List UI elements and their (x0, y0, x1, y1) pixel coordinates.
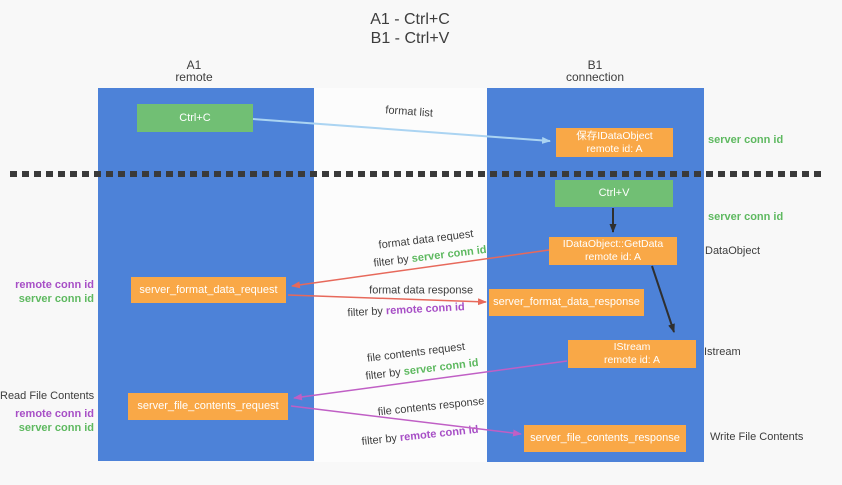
node-format-request-label: server_format_data_request (139, 283, 278, 296)
annotation-write-file-contents: Write File Contents (710, 431, 804, 443)
node-ctrl-c: Ctrl+C (137, 104, 253, 132)
session-divider-dotted-line (10, 171, 823, 177)
diagram-title: A1 - Ctrl+C B1 - Ctrl+V (320, 10, 500, 48)
lane-header-a1: A1 remote (134, 59, 254, 83)
node-server-file-contents-request: server_file_contents_request (128, 393, 288, 420)
edge-label-format-data-response: format data response (357, 272, 473, 311)
edge-label-format-list: format list (372, 90, 434, 133)
node-server-format-data-response: server_format_data_response (489, 289, 644, 316)
server-conn-id-text: server conn id (403, 356, 480, 378)
node-file-response-label: server_file_contents_response (530, 432, 680, 444)
filter-by-text: filter by (364, 366, 405, 383)
annotation-server-conn-id-right-2: server conn id (708, 211, 784, 223)
annotation-istream: Istream (704, 346, 741, 358)
node-file-request-label: server_file_contents_request (137, 400, 279, 412)
node-getdata-line2: remote id: A (584, 251, 642, 263)
node-istream-line1: IStream (613, 341, 651, 353)
annotation-server-conn-id-left-2: server conn id (18, 422, 94, 434)
node-ctrl-v-label: Ctrl+V (598, 187, 630, 199)
node-server-file-contents-response: server_file_contents_response (524, 425, 686, 452)
annotation-server-conn-id-left-1: server conn id (18, 293, 94, 305)
node-format-response-label: server_format_data_response (493, 296, 640, 308)
annotation-read-file-contents: Read File Contents (0, 390, 95, 402)
lane-header-b1: B1 connection (535, 59, 655, 83)
node-idataobject-getdata: IDataObject::GetData remote id: A (549, 237, 677, 265)
node-save-dataobject-line2: remote id: A (586, 142, 643, 155)
format-list-text: format list (384, 104, 434, 120)
filter-by-text: filter by (347, 305, 387, 320)
annotation-remote-conn-id-left-1: remote conn id (15, 279, 94, 291)
title-line-b1: B1 - Ctrl+V (370, 30, 450, 47)
filter-by-text: filter by (361, 432, 401, 448)
lane-b1-name: B1 (587, 58, 603, 72)
title-line-a1: A1 - Ctrl+C (370, 11, 450, 28)
node-ctrl-c-label: Ctrl+C (179, 111, 211, 124)
remote-conn-id-text: remote conn id (385, 301, 465, 318)
node-save-dataobject-line1: 保存IDataObject (576, 129, 653, 142)
annotation-server-conn-id-right-1: server conn id (708, 134, 784, 146)
annotation-remote-conn-id-left-2: remote conn id (15, 408, 94, 420)
node-istream: IStream remote id: A (568, 340, 696, 368)
lane-a1-name: A1 (186, 58, 202, 72)
annotation-dataobject: DataObject (705, 245, 761, 257)
lane-a1-role: remote (175, 70, 213, 84)
filter-by-text: filter by (372, 253, 413, 270)
node-server-format-data-request: server_format_data_request (131, 277, 286, 303)
server-conn-id-text: server conn id (411, 243, 488, 265)
node-getdata-line1: IDataObject::GetData (562, 238, 664, 250)
node-ctrl-v: Ctrl+V (555, 180, 673, 207)
edge-label-filter-remote-1: filter by remote conn id (334, 288, 465, 334)
node-istream-line2: remote id: A (603, 354, 661, 366)
lane-b1-role: connection (565, 70, 625, 84)
node-save-dataobject: 保存IDataObject remote id: A (556, 128, 673, 157)
remote-conn-id-text: remote conn id (399, 423, 480, 444)
format-data-response-text: format data response (369, 284, 474, 297)
